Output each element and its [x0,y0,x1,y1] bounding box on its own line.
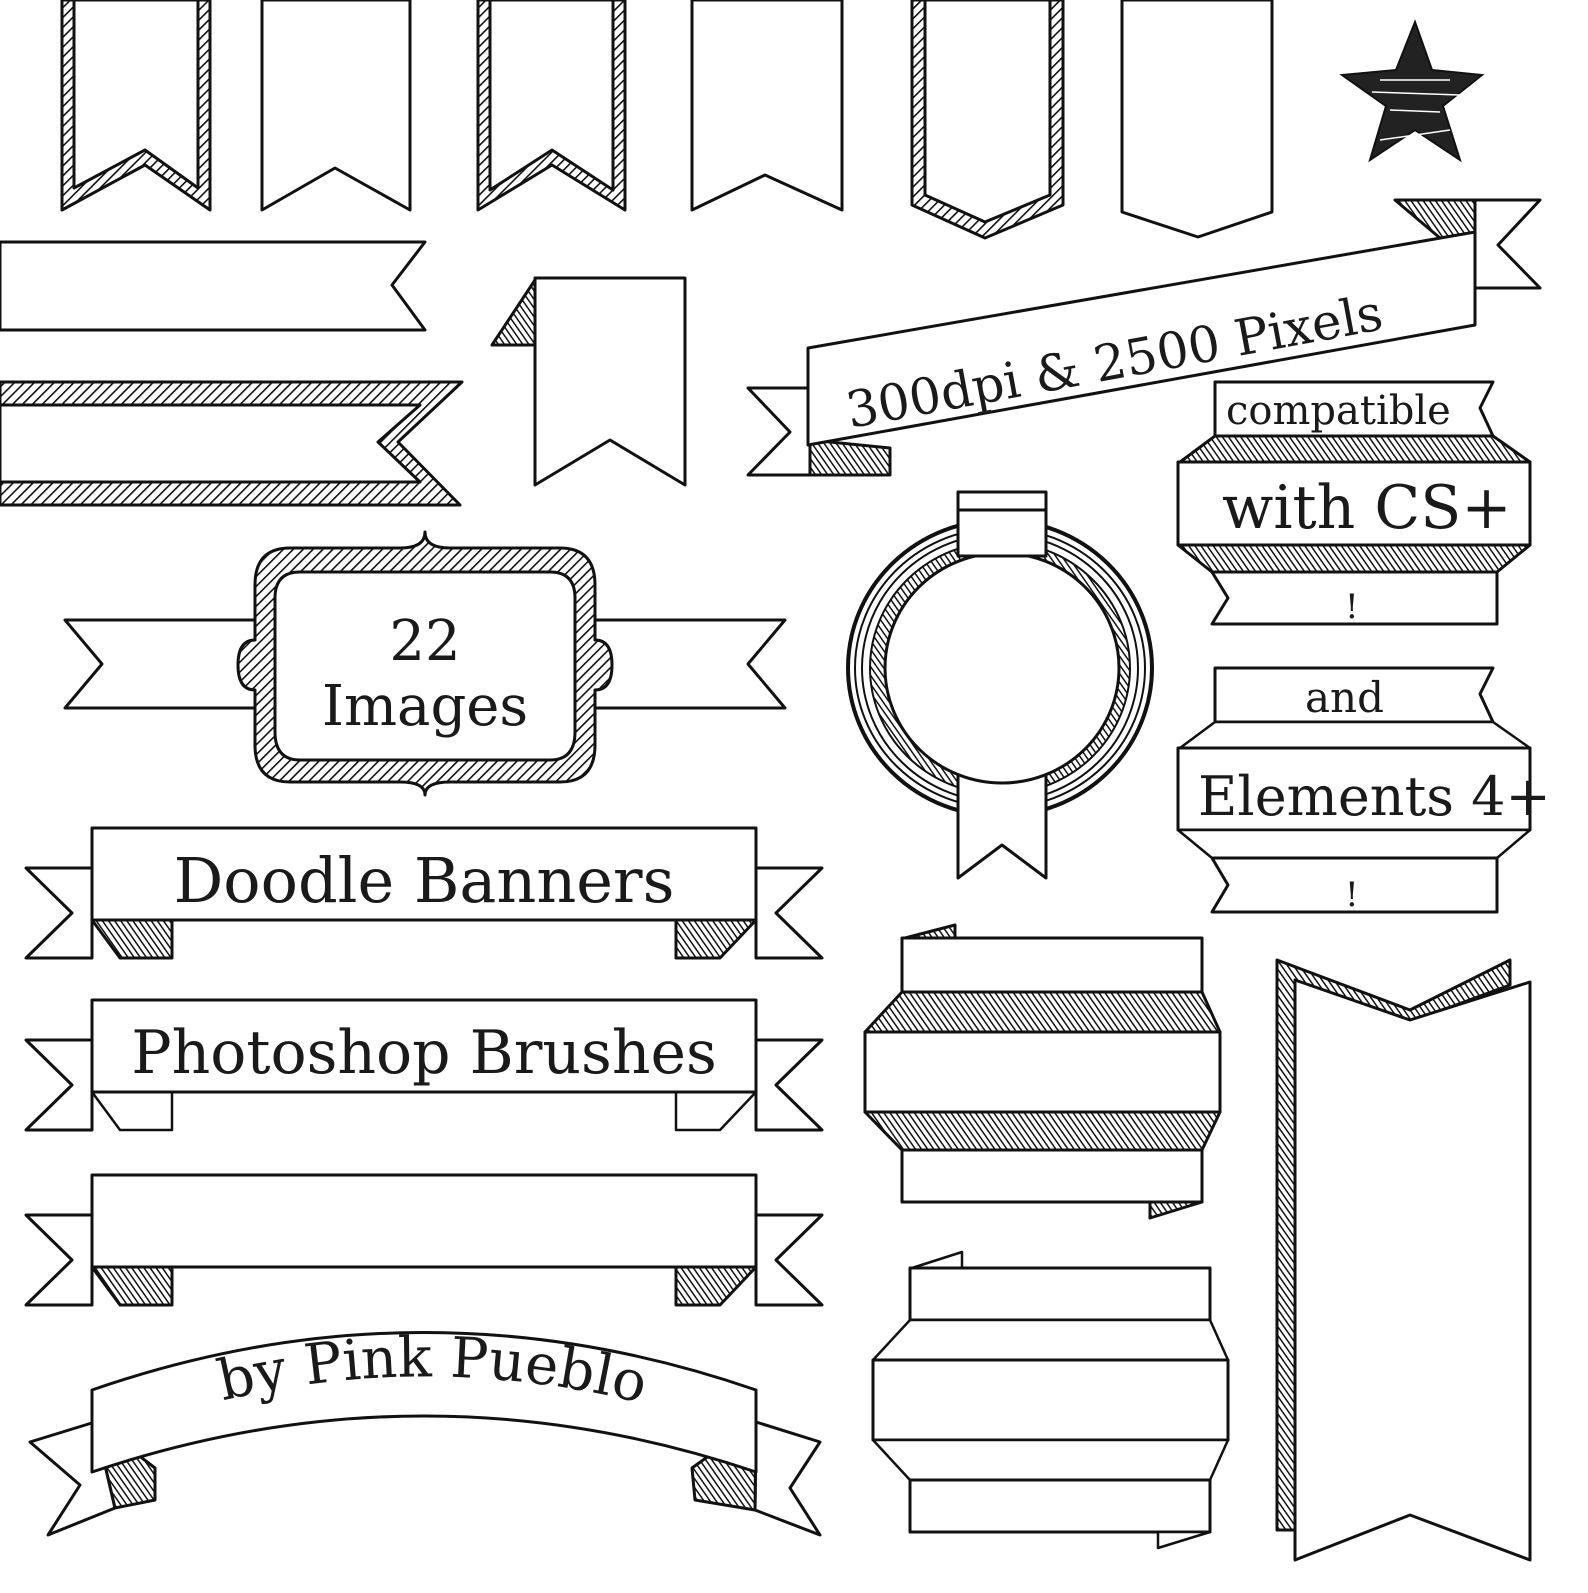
folded-bookmark [490,276,687,487]
pennant-1 [60,0,212,212]
pennant-2 [260,0,412,212]
medal-ribbon-icon [846,490,1154,880]
pennant-3 [476,0,627,212]
count-number: 22 [389,609,460,674]
compat-line-2: with CS+ [1222,473,1512,543]
compat-line-5: Elements 4+ [1198,765,1551,828]
zigzag-ribbon-2 [871,1250,1230,1550]
compat-line-3: ! [1345,587,1359,627]
count-frame: 22 Images [63,530,787,797]
title-banner: Doodle Banners [24,826,824,960]
subtitle-banner-text: Photoshop Brushes [131,1018,717,1088]
subtitle-banner: Photoshop Brushes [24,998,824,1132]
compat-line-4: and [1305,673,1384,722]
star-icon [1339,19,1485,163]
credit-banner: by Pink Pueblo [28,1325,822,1537]
count-word: Images [322,674,528,739]
pennant-4 [690,0,844,212]
compat-line-6: ! [1345,875,1359,915]
pennant-6 [1120,0,1274,239]
pennant-5 [910,0,1065,240]
compat-stack: compatible with CS+ ! and Elements 4+ ! [1176,380,1551,915]
flag-hatched [0,380,464,507]
compat-line-1: compatible [1226,388,1451,434]
flag-plain [0,240,427,332]
title-banner-text: Doodle Banners [174,844,675,917]
zigzag-ribbon-1 [863,923,1222,1220]
tall-ribbon [1275,958,1532,1562]
blank-banner [24,1173,824,1307]
